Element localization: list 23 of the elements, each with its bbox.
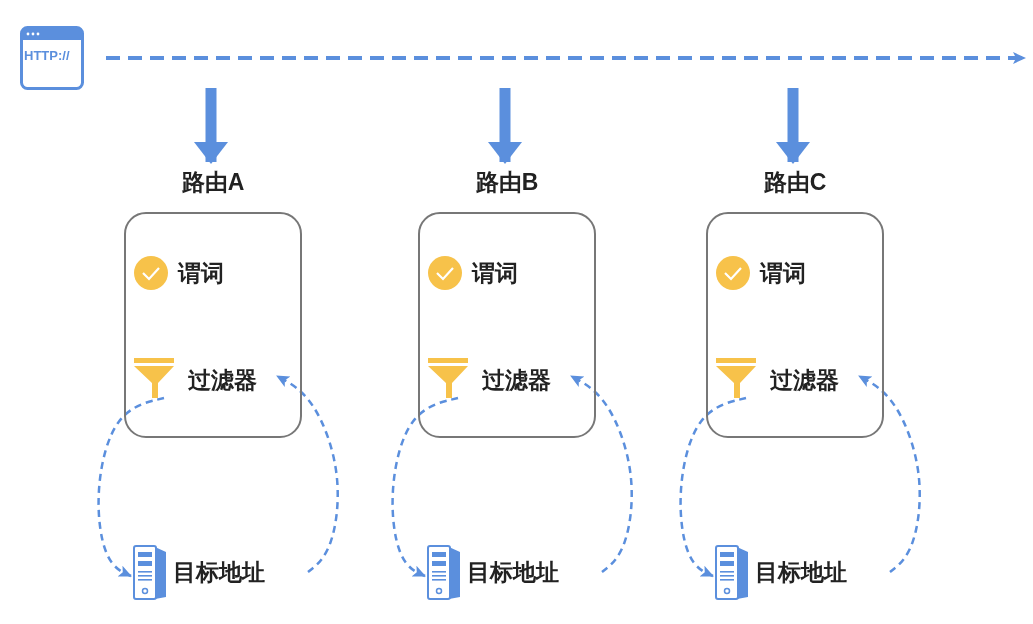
node-label: 谓词 xyxy=(760,259,806,287)
route-title: 路由A xyxy=(180,168,246,196)
dashed-arrow xyxy=(276,374,339,573)
dashed-arrow xyxy=(570,374,633,573)
dashed-arrow xyxy=(858,374,921,573)
node-label: 过滤器 xyxy=(188,366,257,394)
dashed-arrow xyxy=(679,396,747,578)
node-label: 目标地址 xyxy=(755,558,847,586)
route-title: 路由C xyxy=(762,168,828,196)
down-arrow xyxy=(194,88,228,164)
protocol-label: HTTP:// xyxy=(24,48,70,64)
node-label: 过滤器 xyxy=(770,366,839,394)
down-arrow xyxy=(488,88,522,164)
down-arrow xyxy=(776,88,810,164)
node-label: 过滤器 xyxy=(482,366,551,394)
dashed-arrow xyxy=(391,396,459,578)
node-label: 谓词 xyxy=(178,259,224,287)
node-label: 目标地址 xyxy=(467,558,559,586)
dashed-arrow xyxy=(97,396,165,578)
node-label: 目标地址 xyxy=(173,558,265,586)
dashed-arrow xyxy=(106,52,1026,64)
route-title: 路由B xyxy=(474,168,540,196)
node-label: 谓词 xyxy=(472,259,518,287)
